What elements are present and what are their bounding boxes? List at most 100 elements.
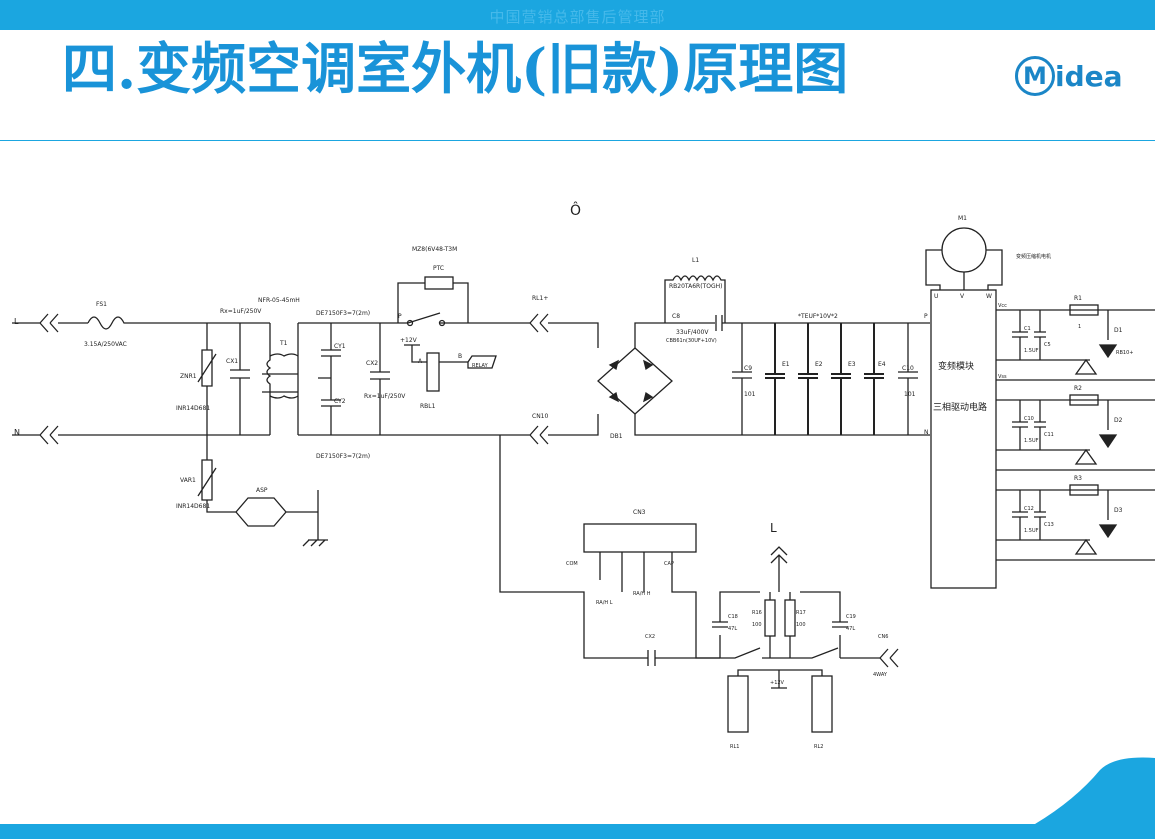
c-up-label: C1 [1024,326,1031,332]
vcc-u-label: Vcc [998,303,1007,309]
run-capacitor-label: CX2 [645,634,655,640]
fuse-symbol [87,316,270,330]
terminal-l: L [14,317,19,326]
relay-p-label: P [398,313,402,320]
bridge-connectors: RL1+ CN10 Ô [500,201,599,445]
logo-wordmark: idea [1055,60,1123,93]
ic-pin-com: COM [566,561,578,567]
bootstrap-phase-u: R1 1 D1 RB10+ C1 1.5UF C5 Vcc Vss [996,295,1155,381]
phase-w-wiring [996,489,1155,561]
electrolytic-e2 [798,323,818,435]
d2-label: D2 [1114,417,1123,424]
c-up-value: 1.5UF [1024,348,1039,354]
varistor2-value: INR14D681 [176,503,210,510]
fuse-label: FS1 [96,301,107,308]
relay-coil-wiring [404,344,468,363]
resistor-r17 [784,599,796,637]
phase-u-wiring [996,309,1155,381]
r3-label: R3 [1074,475,1082,482]
r1-label: R1 [1074,295,1082,302]
ic-pin-cap: CAP [664,561,674,567]
motor-w-label: W [986,293,992,300]
capacitor-c10 [898,323,918,435]
l-input-connector [12,313,88,333]
motor-description: 变频压缩机电机 [1016,253,1051,260]
module-title-2: 三相驱动电路 [933,401,987,413]
d1-value: RB10+ [1116,350,1133,356]
cy-bottom-value: DE7150F3=7(2m) [316,453,370,460]
ptc-resistor [424,276,454,290]
l-top-label: L [770,521,777,535]
run-capacitor [647,650,656,666]
resistor-r2 [1069,394,1099,406]
resistor-r16 [764,599,776,637]
relay-coil-rl2 [811,675,833,733]
c-wp-value: 1.5UF [1024,528,1039,534]
c-un-label: C5 [1044,342,1051,348]
c10-value: 101 [904,391,916,398]
varistor2-label: VAR1 [180,477,196,484]
surge-arrester [235,497,318,527]
control-circuit: CN3 COM CAP RA/H L RA/H H CX2 C18 47L C1… [499,435,899,750]
electrolytic-e3 [831,323,851,435]
bridge-diodes [608,359,654,403]
choke-value: NFR-05-45mH [258,297,300,304]
banner-text: 中国营销总部售后管理部 [489,8,666,26]
y-capacitors [318,323,341,435]
relay-label: RBL1 [420,403,436,410]
output-connector-value: 4WAY [873,672,888,678]
r17-value: 100 [796,622,806,628]
relay-drive-signal [467,355,497,369]
plus12-label: +12V [770,680,785,686]
inverter-module: 变频模块 三相驱动电路 M1 变频压缩机电机 U V W [925,215,1051,589]
bus-n-label: N [924,429,929,436]
d3-label: D3 [1114,507,1123,514]
series-capacitor-c8 [715,315,723,331]
phase-v-wiring [996,399,1155,471]
fuse-rating: 3.15A/250VAC [84,341,127,348]
logo-ring: M [1015,56,1055,96]
c9-value: 101 [744,391,756,398]
c19-value: 47L [846,626,855,632]
output-connector [879,648,899,668]
relay-a-label: A [418,358,423,365]
module-box [930,289,997,589]
c-vp-label: C10 [1024,416,1034,422]
c8-value-2: CBB61n(30UF+10V) [666,338,717,344]
arrester-label: ASP [256,487,268,494]
varistor-znr1 [197,323,217,435]
input-section: L N FS1 3.15A/250VAC ZNR1 INR14D681 CX1 … [12,301,328,547]
slide-title: 四.变频空调室外机(旧款)原理图 [62,36,849,101]
n-input-connector [12,425,124,445]
ic-pin-ranh: RA/H H [633,591,651,597]
relay-contact [380,312,530,324]
choke-label: T1 [279,340,288,347]
bridge-rectifier: DB1 [597,322,740,440]
varistor1-value: INR14D681 [176,405,210,412]
capacitor-cx2 [370,323,390,435]
bridge-outputs [634,322,740,436]
cx2-value: Rx=1uF/250V [364,393,406,400]
c-vn-label: C11 [1044,432,1054,438]
filter-caps: CY1 CY2 DE7150F3=7(2m) DE7150F3=7(2m) CX… [298,310,500,460]
circuit-diagram: L N FS1 3.15A/250VAC ZNR1 INR14D681 CX1 … [12,201,1155,750]
motor-v-label: V [960,293,965,300]
c18-value: 47L [728,626,737,632]
compressor-motor [941,227,987,273]
title-divider [0,140,1155,141]
capacitor-c9 [732,323,752,435]
motor-windings [925,249,1003,290]
r17-label: R17 [796,610,806,616]
r16-label: R16 [752,610,762,616]
ptc-value: MZ8(6V48-T3M [412,246,457,253]
varistor1-label: ZNR1 [180,373,197,380]
relay-control-label: RELAY [472,363,489,369]
inductor-value: RB20TA6R(TOGH) [669,283,722,290]
rl2-label: RL2 [814,744,823,750]
cy1-label: CY1 [334,343,346,350]
ic-pin-ranl: RA/H L [596,600,613,606]
connector-cn10 [500,414,599,445]
l-connector-top [770,546,788,592]
corner-swoosh [1035,757,1155,824]
